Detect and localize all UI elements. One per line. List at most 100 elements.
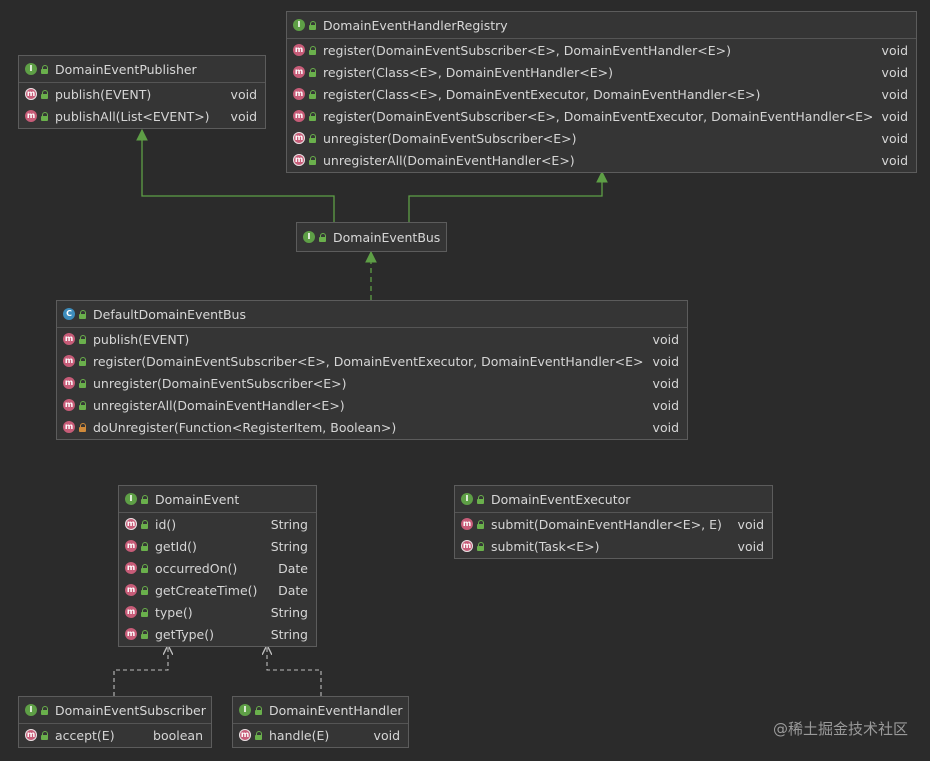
edge-bus-extends-publisher — [136, 128, 335, 222]
public-lock-icon — [141, 563, 149, 573]
class-name: DomainEventSubscriber — [55, 702, 206, 718]
method-signature: getId() — [155, 538, 197, 554]
interface-icon: I — [293, 19, 305, 31]
method-return-type: boolean — [153, 727, 203, 743]
method-signature: accept(E) — [55, 727, 115, 743]
watermark: @稀土掘金技术社区 — [772, 720, 908, 738]
abstract-method-icon: m — [125, 518, 137, 530]
method-return-type: Date — [278, 582, 308, 598]
public-lock-icon — [141, 607, 149, 617]
public-lock-icon — [141, 519, 149, 529]
method-row-submit-domaineventhandler-e-e[interactable]: m submit(DomainEventHandler<E>, E) void — [455, 513, 772, 535]
public-lock-icon — [41, 705, 49, 715]
class-name: DomainEventExecutor — [491, 491, 631, 507]
interface-icon: I — [125, 493, 137, 505]
public-lock-icon — [309, 89, 317, 99]
method-return-type: void — [737, 538, 764, 554]
method-icon: m — [125, 540, 137, 552]
method-icon: m — [125, 562, 137, 574]
method-return-type: Date — [278, 560, 308, 576]
method-signature: submit(DomainEventHandler<E>, E) — [491, 516, 722, 532]
method-return-type: void — [881, 108, 908, 124]
method-signature: unregister(DomainEventSubscriber<E>) — [323, 130, 577, 146]
method-return-type: String — [270, 516, 308, 532]
abstract-method-icon: m — [239, 729, 251, 741]
private-lock-icon — [79, 422, 87, 432]
edge-subscriber-depends-event — [113, 646, 168, 696]
abstract-method-icon: m — [293, 154, 305, 166]
class-name: DefaultDomainEventBus — [93, 306, 246, 322]
method-signature: submit(Task<E>) — [491, 538, 600, 554]
public-lock-icon — [309, 20, 317, 30]
public-lock-icon — [141, 585, 149, 595]
public-lock-icon — [141, 629, 149, 639]
public-lock-icon — [41, 64, 49, 74]
public-lock-icon — [79, 378, 87, 388]
method-signature: unregister(DomainEventSubscriber<E>) — [93, 375, 347, 391]
public-lock-icon — [141, 541, 149, 551]
abstract-method-icon: m — [25, 88, 37, 100]
public-lock-icon — [79, 400, 87, 410]
method-signature: register(DomainEventSubscriber<E>, Domai… — [93, 353, 643, 369]
public-lock-icon — [41, 111, 49, 121]
abstract-method-icon: m — [293, 132, 305, 144]
interface-icon: I — [303, 231, 315, 243]
public-lock-icon — [309, 155, 317, 165]
method-return-type: void — [881, 64, 908, 80]
method-icon: m — [125, 628, 137, 640]
method-icon: m — [63, 399, 75, 411]
method-signature: register(Class<E>, DomainEventHandler<E>… — [323, 64, 614, 80]
public-lock-icon — [309, 111, 317, 121]
method-icon: m — [63, 377, 75, 389]
method-icon: m — [63, 333, 75, 345]
public-lock-icon — [79, 334, 87, 344]
method-return-type: void — [652, 331, 679, 347]
method-signature: register(Class<E>, DomainEventExecutor, … — [323, 86, 761, 102]
method-icon: m — [293, 44, 305, 56]
method-return-type: void — [737, 516, 764, 532]
method-icon: m — [461, 518, 473, 530]
